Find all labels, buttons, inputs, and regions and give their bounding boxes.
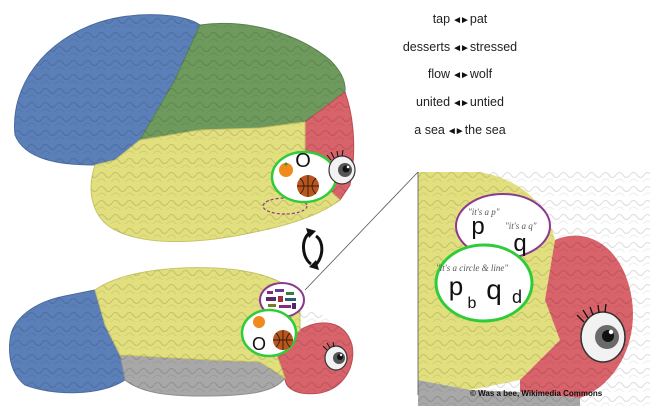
top-eye-icon (326, 149, 356, 185)
bidirectional-arrow-icon: ◄► (452, 70, 470, 81)
zoom-letter-b: b (468, 295, 477, 312)
zoom-letter-q2: q (486, 274, 502, 305)
zoom-eye-icon (576, 303, 626, 363)
bidirectional-arrow-icon: ◄► (446, 126, 465, 137)
image-credit: © Was a bee, Wikimedia Commons (470, 389, 603, 398)
bidirectional-arrow-icon: ◄► (452, 98, 470, 109)
zoom-circle-line-quote: "it's a circle & line" (436, 263, 508, 273)
zoom-line-top (304, 171, 419, 291)
rotate-arrow-icon (302, 228, 324, 270)
bottom-eye-icon (322, 341, 348, 371)
word-pair-5: a sea◄►the sea (414, 123, 506, 137)
zoom-letter-d: d (512, 287, 522, 307)
top-brain: O (14, 14, 356, 243)
bottom-orange-icon (253, 316, 265, 328)
zoom-letter-p2: p (449, 271, 463, 301)
bidirectional-arrow-icon: ◄► (452, 43, 470, 54)
bottom-bubble-letter: O (252, 334, 266, 354)
zoom-p-quote: "it's a p" (468, 207, 500, 217)
word-pair-2: desserts◄►stressed (402, 40, 518, 54)
word-pair-1: tap◄►pat (432, 12, 488, 26)
top-bubble-letter: O (295, 150, 311, 172)
bidirectional-arrow-icon: ◄► (452, 15, 470, 26)
top-fusiform-outline (262, 197, 308, 215)
zoom-letter-q: q (513, 230, 526, 257)
word-pair-4: united◄►untied (416, 95, 504, 109)
zoom-letter-p: p (471, 213, 484, 240)
bottom-word-cloud-icon (266, 289, 296, 309)
zoom-q-quote: "it's a q" (505, 221, 537, 231)
zoom-circle-line-bubble (434, 243, 534, 323)
top-orange-icon (279, 163, 293, 177)
word-pair-3: flow◄►wolf (427, 67, 493, 81)
bottom-brain: O (9, 267, 354, 397)
